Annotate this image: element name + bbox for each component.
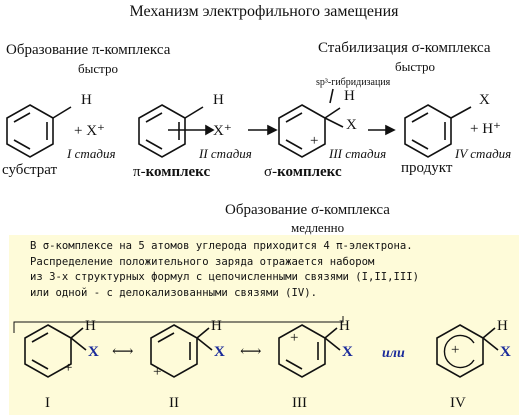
res-III-H: H [339, 318, 350, 334]
sigma-speed-label: медленно [291, 220, 345, 235]
res-II-plus: + [153, 364, 162, 380]
resonance-arrow-1: ⟷ [112, 344, 134, 360]
stage-1-label: I стадия [67, 146, 116, 161]
sigma-formation-label: Образование σ-комплекса [225, 202, 390, 218]
res-IV-X: X [500, 344, 511, 360]
stage-2-label: II стадия [199, 146, 252, 161]
pi-speed-label: быстро [78, 61, 118, 76]
explanation-text: В σ-комплексе на 5 атомов углерода прихо… [30, 240, 420, 299]
sp3-hybridization-label: sp³-гибридизация [316, 77, 391, 88]
plus-electrophile: + X⁺ [74, 123, 105, 139]
page-title: Механизм электрофильного замещения [129, 3, 399, 20]
res-label-I: I [45, 395, 50, 411]
or-label: или [382, 346, 405, 361]
res-label-III: III [292, 395, 307, 411]
plus-proton: + H⁺ [470, 121, 501, 137]
sigma-complex-H: H [344, 88, 355, 104]
explanation-box [9, 235, 519, 415]
stage-4-label: IV стадия [455, 146, 512, 161]
res-II-X: X [214, 344, 225, 360]
res-label-II: II [169, 395, 179, 411]
res-label-IV: IV [450, 395, 466, 411]
res-I-X: X [88, 344, 99, 360]
sigma-complex-X: X [346, 117, 357, 133]
pi-complex-H: H [213, 92, 224, 108]
resonance-arrow-2: ⟷ [240, 344, 262, 360]
pi-complex-formation-label: Образование π-комплекса [6, 42, 171, 58]
sigma-complex-plus: + [310, 133, 319, 149]
res-IV-H: H [497, 318, 508, 334]
sigma-stabilization-label: Стабилизация σ-комплекса [318, 40, 491, 56]
substrate-label: субстрат [2, 162, 58, 178]
res-IV-plus: + [451, 342, 460, 358]
product-label: продукт [401, 160, 453, 176]
pi-complex-label: π-комплекс [133, 164, 211, 180]
substrate-H: H [81, 92, 92, 108]
sigma-stab-speed-label: быстро [395, 59, 435, 74]
sigma-complex-label: σ-комплекс [264, 164, 342, 180]
product-X: X [479, 92, 490, 108]
res-II-H: H [211, 318, 222, 334]
res-I-H: H [85, 318, 96, 334]
res-III-plus: + [290, 330, 299, 346]
pi-complex-electrophile: X⁺ [213, 123, 232, 139]
res-I-plus: + [64, 360, 73, 376]
stage-3-label: III стадия [329, 146, 387, 161]
res-III-X: X [342, 344, 353, 360]
